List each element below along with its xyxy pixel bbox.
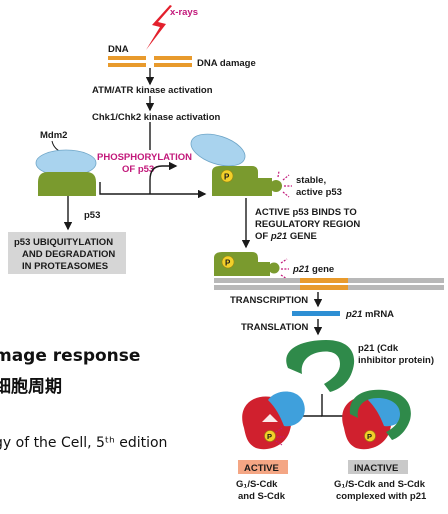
binds-line-2: REGULATORY REGION — [255, 219, 360, 230]
dna-strand — [108, 56, 192, 67]
p21-protein-label-2: inhibitor protein) — [358, 355, 434, 366]
active-cdk-complex: P — [242, 391, 305, 450]
p53-protein — [38, 172, 96, 196]
dna-label: DNA — [108, 44, 129, 55]
inactive-badge — [348, 460, 408, 474]
p21-gene-label: p21 gene — [292, 264, 334, 275]
phosphorylation-label-1: PHOSPHORYLATION — [97, 152, 192, 163]
transcription-label: TRANSCRIPTION — [230, 295, 308, 306]
active-badge — [238, 460, 288, 474]
arrow-mdm2-release — [149, 161, 178, 194]
inactive-cdk-complex: P — [342, 389, 411, 450]
dna-damage-label: DNA damage — [197, 58, 256, 69]
p21-mrna-strand — [292, 311, 340, 316]
phosphorylation-label-2: OF p53 — [122, 164, 154, 175]
slide-citation: gy of the Cell, 5ᵗʰ edition — [0, 435, 168, 451]
translation-label: TRANSLATION — [241, 322, 309, 333]
lightning-bolt-icon — [146, 5, 172, 50]
mdm2-label: Mdm2 — [40, 130, 67, 141]
inactive-sub-1: G₁/S-Cdk and S-Cdk — [334, 479, 426, 490]
active-sub-1: G₁/S-Cdk — [236, 479, 278, 490]
ubiq-line-1: p53 UBIQUITYLATION — [14, 237, 113, 248]
stable-label-1: stable, — [296, 175, 326, 186]
ubiq-line-3: IN PROTEASOMES — [22, 261, 108, 272]
bound-p53-protein: P — [214, 252, 289, 280]
active-p53-protein: P — [212, 166, 292, 198]
p21-protein — [286, 340, 355, 392]
active-label: ACTIVE — [244, 463, 279, 474]
phospho-p-4: P — [367, 432, 372, 441]
chk-label: Chk1/Chk2 kinase activation — [92, 112, 220, 123]
atm-label: ATM/ATR kinase activation — [92, 85, 213, 96]
stable-label-2: active p53 — [296, 187, 342, 198]
slide-title-line-1: mage response — [0, 346, 141, 366]
ubiquitylation-box — [8, 232, 126, 274]
phospho-p-2: P — [225, 259, 231, 268]
inactive-sub-2: complexed with p21 — [336, 491, 427, 502]
arrow-phosphorylation — [99, 182, 207, 199]
released-mdm2-protein — [190, 133, 246, 167]
p53-label: p53 — [84, 210, 100, 221]
phospho-p-3: P — [267, 432, 272, 441]
phospho-p-1: P — [224, 173, 230, 182]
binds-line-1: ACTIVE p53 BINDS TO — [255, 207, 357, 218]
p21-gene-dna — [214, 278, 444, 290]
p21-protein-label-1: p21 (Cdk — [358, 343, 399, 354]
active-sub-2: and S-Cdk — [238, 491, 286, 502]
ubiq-line-2: AND DEGRADATION — [22, 249, 115, 260]
xrays-label: x-rays — [170, 7, 198, 18]
p21-mrna-label: p21 mRNA — [345, 309, 394, 320]
inactive-label: INACTIVE — [354, 463, 398, 474]
binds-line-3: OF p21 GENE — [255, 231, 317, 242]
slide-title-line-2: 细胞周期 — [0, 377, 62, 397]
